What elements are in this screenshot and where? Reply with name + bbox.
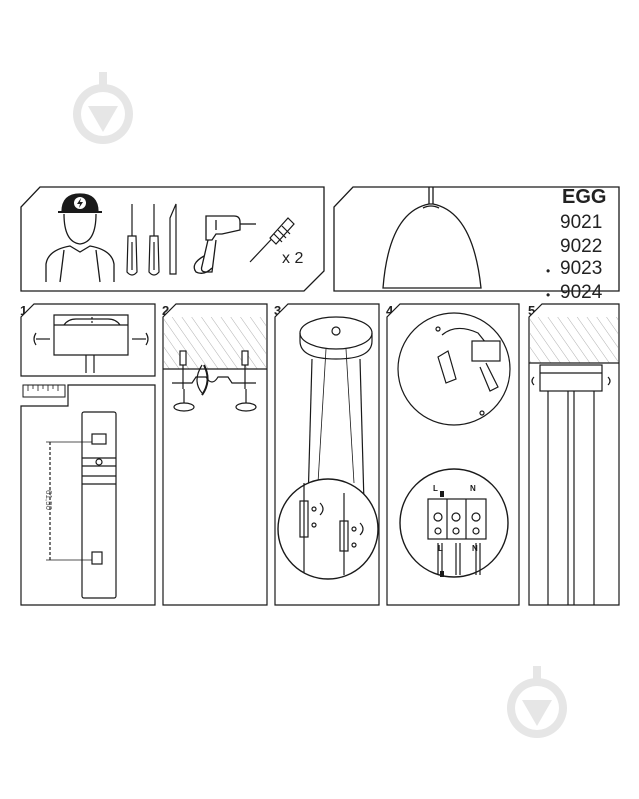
- model-9021: 9021: [560, 212, 603, 233]
- watermark-logo-bottom: [502, 660, 572, 746]
- anchor-count-label: x 2: [282, 250, 304, 267]
- model-9022: 9022: [560, 236, 603, 257]
- terminal-n-bottom: N: [472, 544, 478, 553]
- terminal-l-bottom: L: [438, 544, 443, 553]
- model-9023: 9023: [560, 258, 603, 279]
- step-5-panel: [528, 303, 620, 606]
- step-2-panel: [162, 303, 268, 606]
- model-9024: 9024: [560, 282, 603, 303]
- step-5-label: 5: [528, 303, 536, 318]
- model-bullet-9023: •: [546, 264, 551, 278]
- tools-panel: [20, 186, 325, 292]
- wall-plug-icon: [249, 217, 295, 263]
- step-1-bracket-panel: [20, 384, 156, 606]
- lightning-icon: [74, 197, 86, 209]
- model-bullet-9024: •: [546, 288, 551, 302]
- pendant-lamp-icon: [382, 187, 482, 289]
- terminal-l-top: L: [433, 484, 438, 493]
- watermark-logo-top: [68, 66, 138, 152]
- step-4-label: 4: [386, 303, 394, 318]
- step-1-canopy-panel: [20, 303, 156, 377]
- terminal-n-top: N: [470, 484, 476, 493]
- drill-icon: [193, 215, 256, 274]
- step-1-label: 1: [20, 303, 28, 318]
- dimension-label: 61,50: [44, 490, 53, 511]
- step-4-panel: L N L N: [386, 303, 520, 606]
- step-3-panel: [274, 303, 380, 606]
- ruler-icon: [22, 384, 66, 398]
- step-3-label: 3•: [274, 303, 286, 318]
- product-panel: [333, 186, 620, 292]
- screwdriver-icon: [126, 203, 177, 276]
- brand-title: EGG: [562, 186, 607, 208]
- anchor-screws: [172, 350, 257, 412]
- step-2-label: 2: [162, 303, 170, 318]
